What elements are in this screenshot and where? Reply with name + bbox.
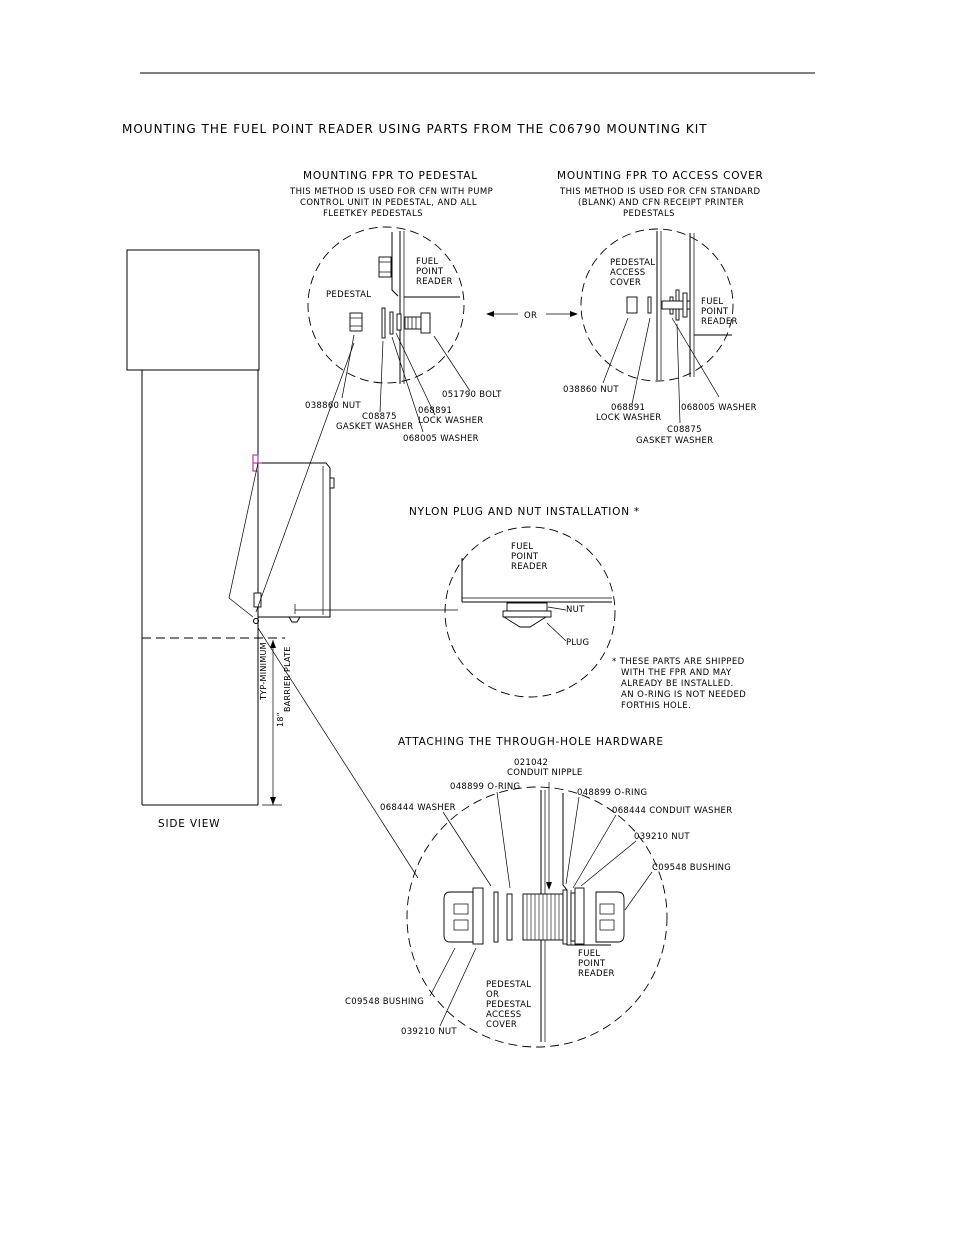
through-hole-left-nut [472,887,484,945]
pedestal-bolt-shank [404,316,422,330]
th-fpr-label-2: POINT [578,959,606,969]
access-cover-note-3: PEDESTALS [623,209,675,219]
nut-right-label: 039210 NUT [634,832,690,842]
access-cover-note-1: THIS METHOD IS USED FOR CFN STANDARD [559,187,761,197]
through-hole-right-oring [562,889,568,945]
pedestal-detail-circle [307,226,465,384]
pedestal-washer-label: 068005 WASHER [403,434,479,444]
th-pedestal-label-1: PEDESTAL [486,980,531,990]
th-pedestal-label-3: PEDESTAL [486,1000,531,1010]
access-cover-label-1: PEDESTAL [610,258,655,268]
pedestal-detail-note-2: CONTROL UNIT IN PEDESTAL, AND ALL [300,198,477,208]
nylon-fpr-label-3: READER [511,562,548,572]
nylon-plug-tip [502,616,548,628]
th-pedestal-label-4: ACCESS [486,1010,522,1020]
nylon-footnote-1: * THESE PARTS ARE SHIPPED [612,657,745,667]
access-fpr-label-3: READER [701,317,738,327]
nylon-circle [444,526,616,698]
pedestal-gasket-label-1: C08875 [362,412,397,422]
pedestal-fpr-label-3: READER [416,277,453,287]
through-hole-heading: ATTACHING THE THROUGH-HOLE HARDWARE [398,736,664,748]
washer-left-label: 068444 WASHER [380,803,456,813]
bushing-left-label: C09548 BUSHING [345,997,424,1007]
access-cover-heading: MOUNTING FPR TO ACCESS COVER [557,170,764,182]
access-gasket-label-1: C08875 [667,425,702,435]
nylon-plug-label: PLUG [566,638,589,648]
nipple-label-1: 021042 [514,758,548,768]
through-hole-conduit-washer [570,892,576,942]
pedestal-label: PEDESTAL [326,290,371,300]
pedestal-detail-heading: MOUNTING FPR TO PEDESTAL [303,170,478,182]
dimension-label-2: 18" [276,712,285,727]
access-cover-circle [580,228,734,382]
nylon-fpr-label-1: FUEL [511,542,533,552]
pedestal-detail-note-3: FLEETKEY PEDESTALS [323,209,423,219]
or-label: OR [524,311,537,321]
pedestal-gasket-washer [381,307,386,339]
access-cover-stud [661,300,691,310]
th-pedestal-label-2: OR [486,990,499,1000]
or-connector: OR [486,311,578,321]
nylon-heading: NYLON PLUG AND NUT INSTALLATION * [409,506,640,518]
pedestal-lock-washer [389,311,394,335]
access-cover-detail: MOUNTING FPR TO ACCESS COVER THIS METHOD… [557,170,764,446]
th-fpr-label-3: READER [578,969,615,979]
nylon-plug-detail: NYLON PLUG AND NUT INSTALLATION * FUEL P… [409,506,746,711]
side-view-head [126,249,260,371]
pedestal-bolt-head [420,312,431,334]
access-lock-label-1: 068891 [611,403,645,413]
through-hole-right-bushing [595,891,625,943]
pedestal-nut-label: 038860 NUT [305,401,361,411]
bushing-right-label: C09548 BUSHING [652,863,731,873]
pedestal-lock-label-2: LOCK WASHER [418,416,483,426]
access-cover-lock-washer [647,296,652,314]
nylon-footnote-3: ALREADY BE INSTALLED. [621,679,734,689]
dimension-label-1: TYP-MINIMUM [259,642,268,701]
pedestal-nut [349,312,363,332]
nylon-plug-body [502,610,552,618]
nylon-footnote-4: AN O-RING IS NOT NEEDED [621,690,746,700]
pedestal-fpr-label-2: POINT [416,267,444,277]
oring-left-label: 048899 O-RING [450,782,520,792]
nylon-fpr-label-2: POINT [511,552,539,562]
dimension-label-3: BARRIER PLATE [283,646,292,712]
through-hole-left-washer [493,891,499,943]
th-pedestal-label-5: COVER [486,1020,517,1030]
nylon-footnote-2: WITH THE FPR AND MAY [621,668,732,678]
through-hole-left-oring [506,893,513,941]
pedestal-detail-note-1: THIS METHOD IS USED FOR CFN WITH PUMP [289,187,493,197]
pedestal-fpr-label-1: FUEL [416,257,438,267]
through-hole-detail: ATTACHING THE THROUGH-HOLE HARDWARE [345,736,732,1048]
nylon-footnote-5: FORTHIS HOLE. [621,701,691,711]
side-view-label: SIDE VIEW [158,818,220,830]
th-fpr-label-1: FUEL [578,949,600,959]
through-hole-left-bushing [443,891,474,943]
pedestal-washer [396,313,402,331]
access-fpr-label-2: POINT [701,307,729,317]
nut-left-label: 039210 NUT [401,1027,457,1037]
access-fpr-label-1: FUEL [701,297,723,307]
side-view: TYP-MINIMUM 18" BARRIER PLATE SIDE VIEW [126,249,458,879]
nipple-label-2: CONDUIT NIPPLE [507,768,583,778]
through-hole-right-nut [574,887,585,945]
nylon-nut-label: NUT [566,605,585,615]
access-cover-label-2: ACCESS [610,268,646,278]
pedestal-lock-label-1: 068891 [418,406,452,416]
nylon-nut [506,602,548,612]
access-cover-label-3: COVER [610,278,641,288]
access-lock-label-2: LOCK WASHER [596,413,661,423]
oring-right-label: 048899 O-RING [577,788,647,798]
access-washer-label: 068005 WASHER [681,403,757,413]
access-cover-nut [626,296,638,314]
pedestal-detail: MOUNTING FPR TO PEDESTAL THIS METHOD IS … [289,170,502,444]
conduit-washer-label: 068444 CONDUIT WASHER [612,806,732,816]
through-hole-circle [406,786,668,1048]
page-title: MOUNTING THE FUEL POINT READER USING PAR… [122,122,708,136]
pedestal-bolt-label: 051790 BOLT [442,390,502,400]
pedestal-gasket-label-2: GASKET WASHER [336,422,413,432]
access-cover-note-2: (BLANK) AND CFN RECEIPT PRINTER [578,198,744,208]
access-gasket-label-2: GASKET WASHER [636,436,713,446]
access-nut-label: 038860 NUT [563,385,619,395]
